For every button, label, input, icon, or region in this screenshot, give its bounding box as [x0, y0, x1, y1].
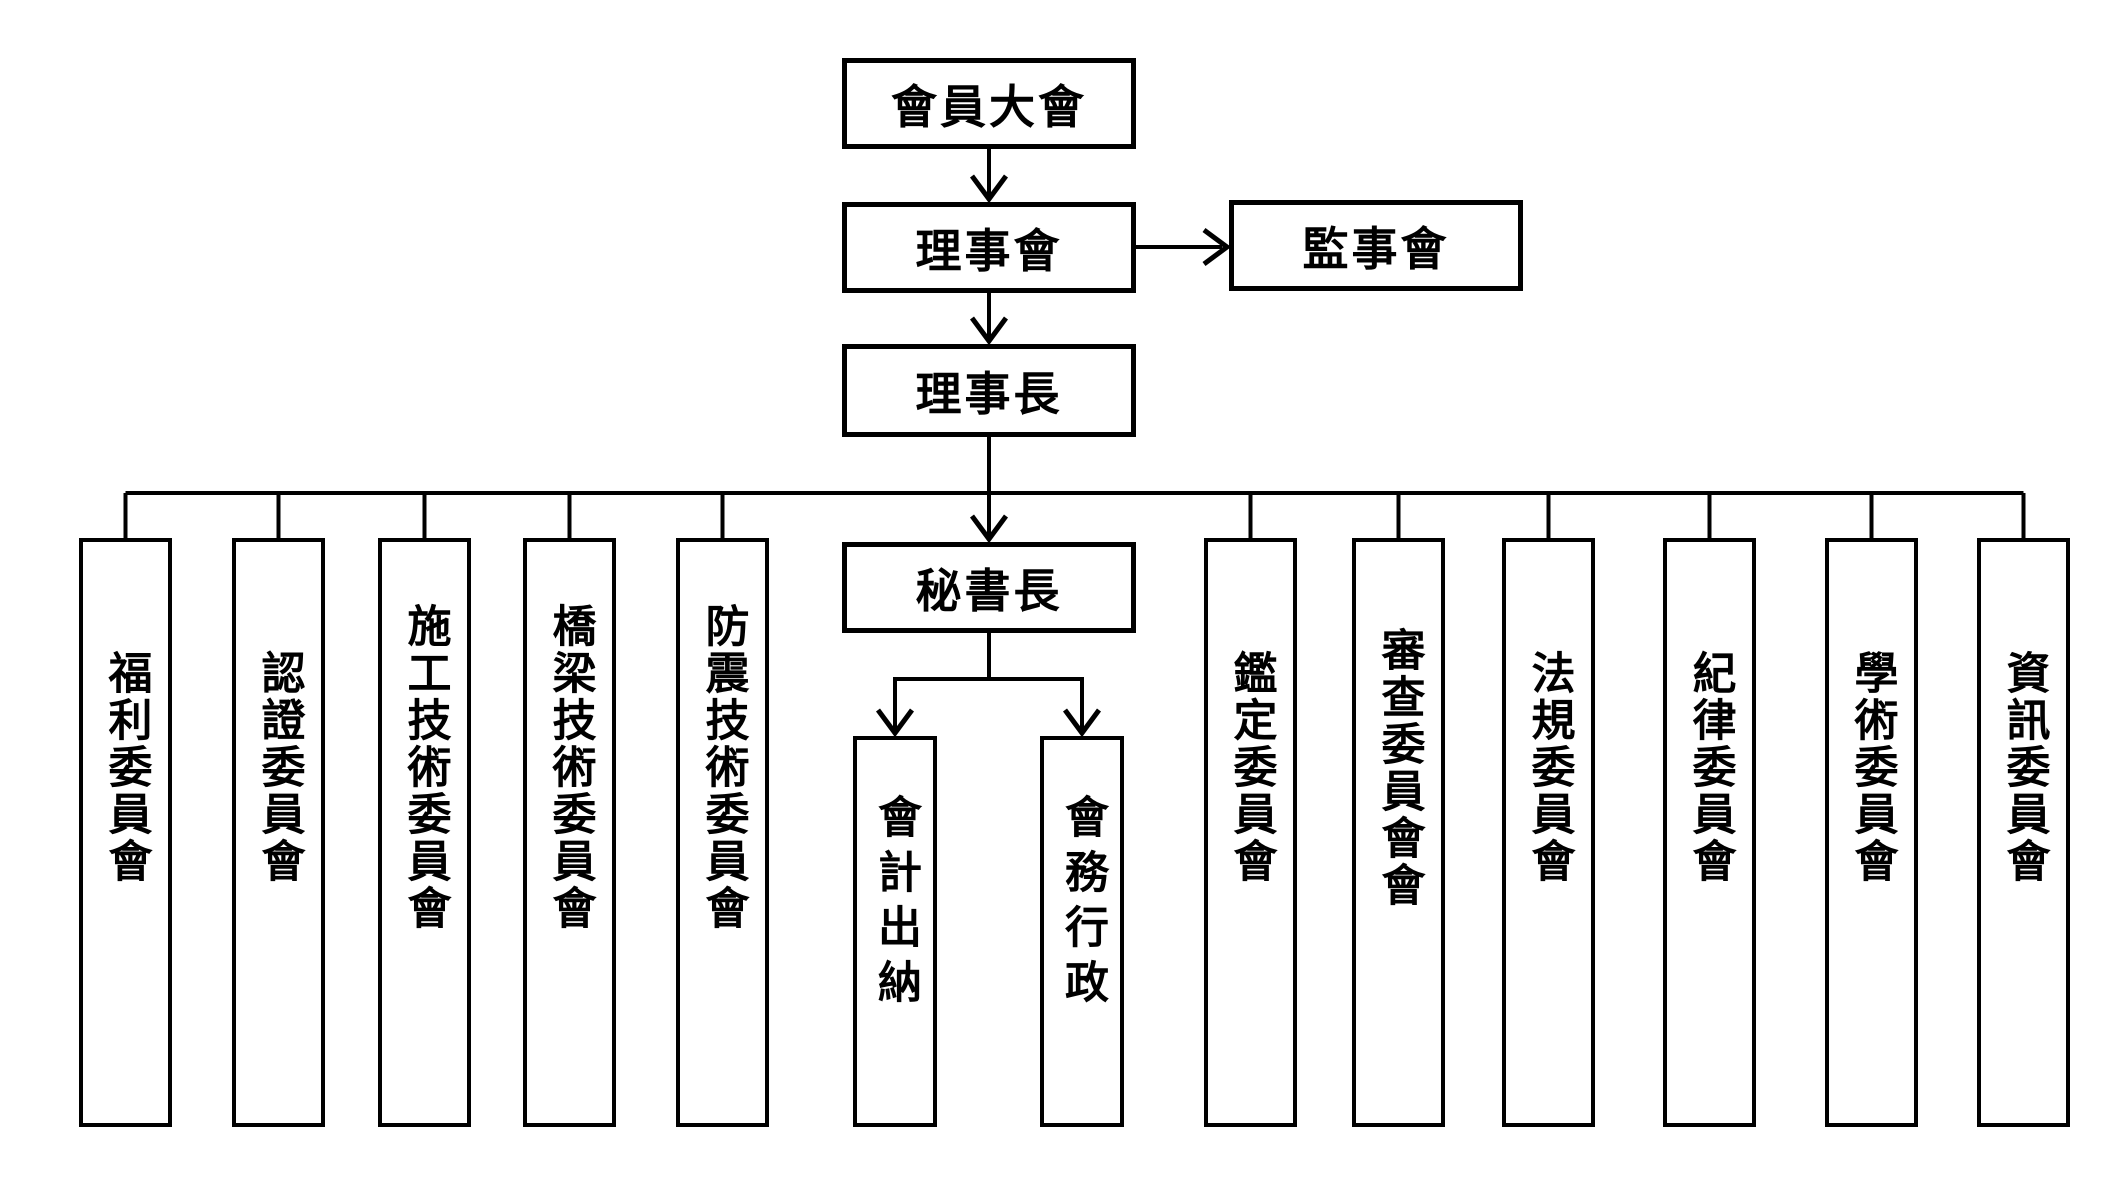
arrowhead-right-icon: [1202, 227, 1232, 267]
node-general-assembly: 會員大會: [842, 58, 1136, 149]
node-committee-seismic-tech: 防震技術委員會: [676, 538, 769, 1127]
node-label: 秘書長: [915, 563, 1063, 618]
arrowhead-down-icon: [875, 708, 915, 738]
node-label: 會計出納: [870, 793, 921, 1014]
node-label: 會務行政: [1057, 793, 1108, 1014]
node-supervisory-board: 監事會: [1229, 200, 1523, 291]
node-office-admin: 會務行政: [1040, 736, 1124, 1127]
node-label: 會員大會: [891, 79, 1087, 134]
node-label: 學術委員會: [1846, 650, 1898, 885]
node-board-of-directors: 理事會: [842, 202, 1136, 293]
node-committee-review: 審查委員會會: [1352, 538, 1445, 1127]
node-committee-bridge-tech: 橋梁技術委員會: [523, 538, 616, 1127]
node-label: 施工技術委員會: [399, 603, 451, 932]
node-label: 法規委員會: [1523, 650, 1575, 885]
node-label: 理事會: [915, 223, 1063, 278]
node-committee-certification: 認證委員會: [232, 538, 325, 1127]
arrowhead-down-icon: [969, 174, 1009, 204]
node-committee-academic: 學術委員會: [1825, 538, 1918, 1127]
arrowhead-down-icon: [969, 316, 1009, 346]
arrowhead-down-icon: [969, 514, 1009, 544]
node-label: 橋梁技術委員會: [544, 603, 596, 932]
node-committee-construction-tech: 施工技術委員會: [378, 538, 471, 1127]
node-label: 防震技術委員會: [697, 603, 749, 932]
node-label: 資訊委員會: [1998, 650, 2050, 885]
node-committee-discipline: 紀律委員會: [1663, 538, 1756, 1127]
node-label: 鑑定委員會: [1225, 650, 1277, 885]
node-label: 認證委員會: [253, 650, 305, 885]
node-committee-regulations: 法規委員會: [1502, 538, 1595, 1127]
node-label: 紀律委員會: [1684, 650, 1736, 885]
node-committee-appraisal: 鑑定委員會: [1204, 538, 1297, 1127]
node-secretary-general: 秘書長: [842, 542, 1136, 633]
node-label: 理事長: [915, 366, 1063, 421]
node-chairman: 理事長: [842, 344, 1136, 437]
node-committee-welfare: 福利委員會: [79, 538, 172, 1127]
arrowhead-down-icon: [1062, 708, 1102, 738]
node-label: 監事會: [1302, 221, 1450, 276]
node-office-accounting: 會計出納: [853, 736, 937, 1127]
node-label: 福利委員會: [100, 650, 152, 885]
node-committee-information: 資訊委員會: [1977, 538, 2070, 1127]
node-label: 審查委員會會: [1373, 626, 1425, 909]
